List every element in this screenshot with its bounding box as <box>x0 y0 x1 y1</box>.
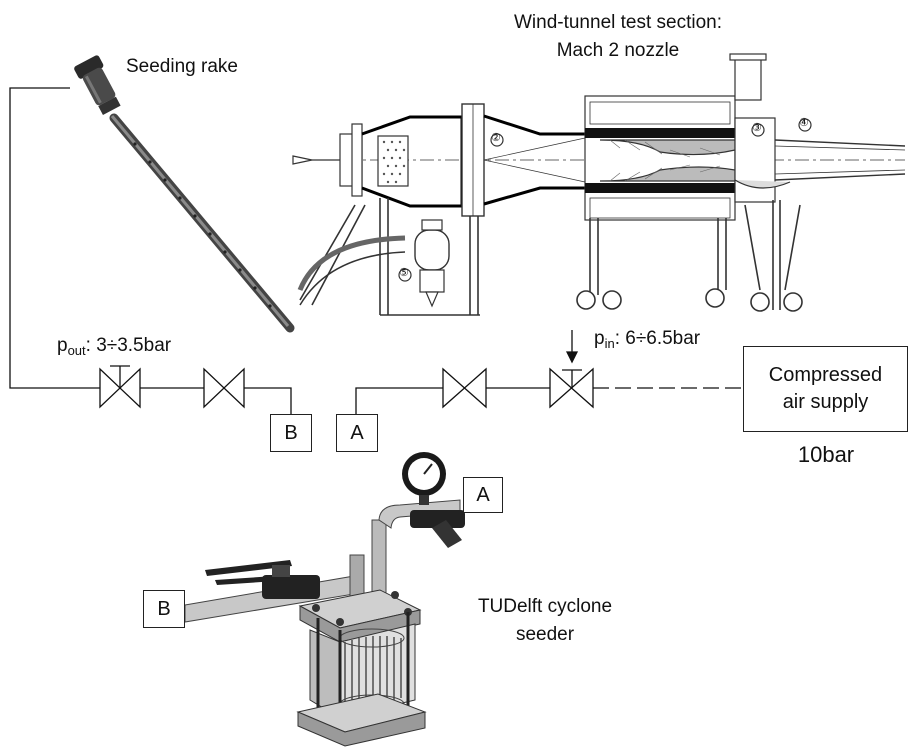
connector-b-seeder: B <box>143 590 185 628</box>
p-out-label: pout: 3÷3.5bar <box>57 335 171 358</box>
tunnel-title-line2: Mach 2 nozzle <box>556 40 680 61</box>
supply-pressure-label: 10bar <box>797 442 855 467</box>
seeding-rake-drawing <box>74 55 295 333</box>
seeder-label-line2: seeder <box>515 624 575 645</box>
wind-tunnel-drawing <box>292 53 906 316</box>
supply-line2: air supply <box>782 391 869 413</box>
p-in-value: : 6÷6.5bar <box>614 328 701 349</box>
connector-a-top: A <box>336 414 378 452</box>
piping-diagram <box>9 87 743 414</box>
p-out-value: : 3÷3.5bar <box>85 335 172 356</box>
marker-3: ③ <box>752 122 762 134</box>
cyclone-seeder-drawing <box>184 452 465 747</box>
p-out-subscript: out <box>67 343 86 358</box>
supply-line1: Compressed <box>768 364 883 386</box>
tunnel-title-line1: Wind-tunnel test section: <box>513 12 723 33</box>
connector-b-top: B <box>270 414 312 452</box>
p-in-label: pin: 6÷6.5bar <box>594 328 700 351</box>
p-in-symbol: p <box>594 328 605 349</box>
seeding-rake-label: Seeding rake <box>126 56 238 77</box>
marker-4: ④ <box>799 117 809 129</box>
marker-2: ② <box>491 132 501 144</box>
compressed-air-supply-box: Compressed air supply <box>743 346 908 432</box>
marker-5: ⑤ <box>399 267 409 279</box>
connector-a-seeder: A <box>463 477 503 513</box>
seeder-label-line1: TUDelft cyclone <box>477 596 613 617</box>
p-out-symbol: p <box>57 335 68 356</box>
p-in-subscript: in <box>604 336 615 351</box>
